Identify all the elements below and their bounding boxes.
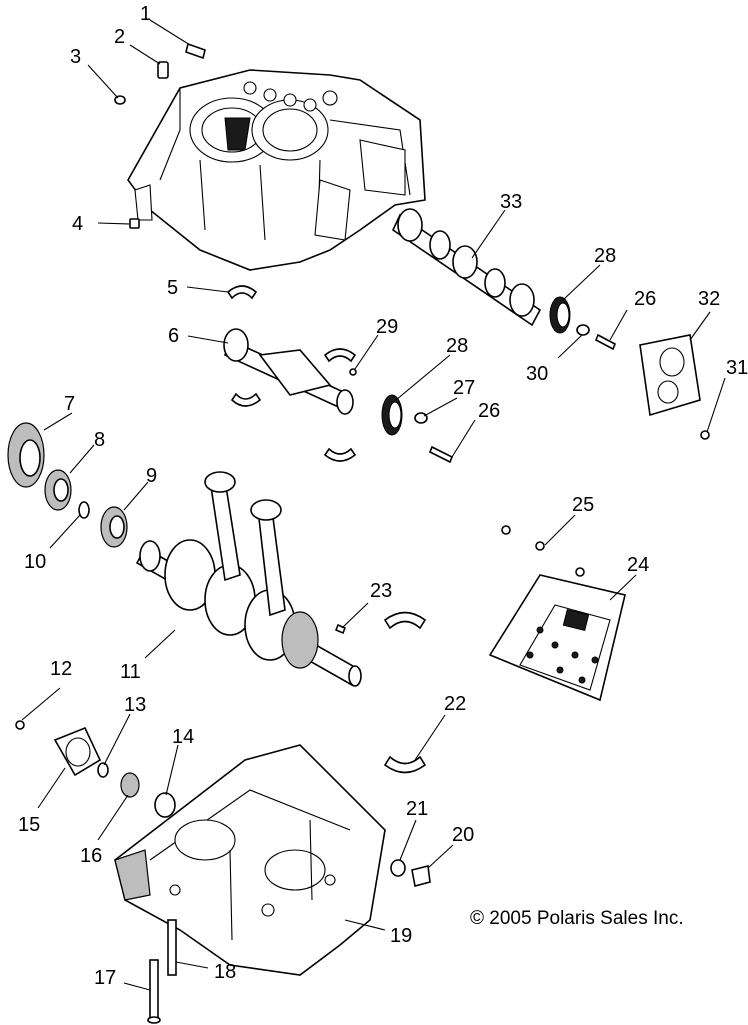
screw-31 bbox=[700, 430, 710, 440]
bearing-shell-5 bbox=[226, 285, 258, 300]
bearing-9 bbox=[100, 506, 128, 548]
callout-23: 23 bbox=[370, 580, 392, 602]
plate-24 bbox=[488, 574, 626, 702]
callout-33: 33 bbox=[500, 191, 522, 213]
plug-20 bbox=[411, 865, 431, 887]
callout-19: 19 bbox=[390, 925, 412, 947]
bolt-26-lower bbox=[428, 445, 454, 464]
callout-29: 29 bbox=[376, 316, 398, 338]
callout-2: 2 bbox=[114, 26, 125, 48]
callout-17: 17 bbox=[94, 967, 116, 989]
seal-7 bbox=[7, 422, 45, 488]
screw-12 bbox=[15, 720, 25, 730]
leader-lines bbox=[21, 19, 726, 991]
callout-13: 13 bbox=[124, 694, 146, 716]
bearing-8 bbox=[44, 469, 72, 511]
bolt-18 bbox=[167, 919, 177, 976]
copyright-notice: © 2005 Polaris Sales Inc. bbox=[470, 908, 684, 929]
pump-15 bbox=[53, 726, 102, 777]
callout-8: 8 bbox=[94, 429, 105, 451]
gear-28-upper bbox=[549, 296, 571, 334]
washer-27 bbox=[414, 412, 428, 424]
bearing-shell-upper-right bbox=[383, 611, 427, 630]
oring-13 bbox=[97, 762, 109, 778]
callout-28-upper: 28 bbox=[594, 245, 616, 267]
dowel-2 bbox=[157, 61, 169, 79]
callout-12: 12 bbox=[50, 658, 72, 680]
callout-24: 24 bbox=[627, 554, 649, 576]
callout-5: 5 bbox=[167, 277, 178, 299]
callout-6: 6 bbox=[168, 325, 179, 347]
callout-26-lower: 26 bbox=[478, 400, 500, 422]
callout-3: 3 bbox=[70, 46, 81, 68]
callout-32: 32 bbox=[698, 288, 720, 310]
callout-9: 9 bbox=[146, 465, 157, 487]
callout-14: 14 bbox=[172, 726, 194, 748]
callout-22: 22 bbox=[444, 693, 466, 715]
bolts-25 bbox=[501, 525, 585, 577]
callout-16: 16 bbox=[80, 845, 102, 867]
gear-28-lower bbox=[381, 394, 403, 436]
callout-10: 10 bbox=[24, 551, 46, 573]
dowel-pin-1 bbox=[185, 42, 206, 60]
callout-11: 11 bbox=[120, 661, 141, 683]
callout-7: 7 bbox=[64, 393, 75, 415]
plug-4 bbox=[129, 218, 140, 229]
ring-10 bbox=[78, 501, 90, 519]
callout-18: 18 bbox=[214, 961, 236, 983]
callout-28-lower: 28 bbox=[446, 335, 468, 357]
crankshaft bbox=[135, 471, 362, 687]
cover-plate-32 bbox=[639, 334, 701, 417]
washer-30 bbox=[576, 324, 590, 336]
callout-31: 31 bbox=[726, 357, 748, 379]
balance-shaft bbox=[223, 328, 354, 415]
callout-20: 20 bbox=[452, 824, 474, 846]
upper-crankcase bbox=[127, 69, 426, 271]
callout-26-upper: 26 bbox=[634, 288, 656, 310]
callout-labels: 1 2 3 4 5 6 7 8 9 10 11 12 13 14 15 16 1… bbox=[18, 3, 748, 989]
callout-4: 4 bbox=[72, 213, 83, 235]
lower-crankcase bbox=[114, 744, 386, 976]
bearing-shells-6 bbox=[230, 348, 357, 462]
callout-15: 15 bbox=[18, 814, 40, 836]
callout-30: 30 bbox=[526, 363, 548, 385]
callout-25: 25 bbox=[572, 494, 594, 516]
bolt-26-upper bbox=[594, 333, 617, 351]
callout-1: 1 bbox=[140, 3, 151, 25]
pin-29 bbox=[349, 368, 357, 376]
camshaft bbox=[391, 208, 542, 327]
callout-27: 27 bbox=[453, 377, 475, 399]
bearing-shell-22 bbox=[383, 755, 427, 774]
ring-14 bbox=[154, 792, 176, 818]
bolt-17 bbox=[147, 959, 161, 1024]
washer-21 bbox=[390, 859, 406, 877]
oring-3 bbox=[114, 95, 126, 105]
plug-16 bbox=[120, 772, 140, 798]
callout-21: 21 bbox=[406, 798, 428, 820]
